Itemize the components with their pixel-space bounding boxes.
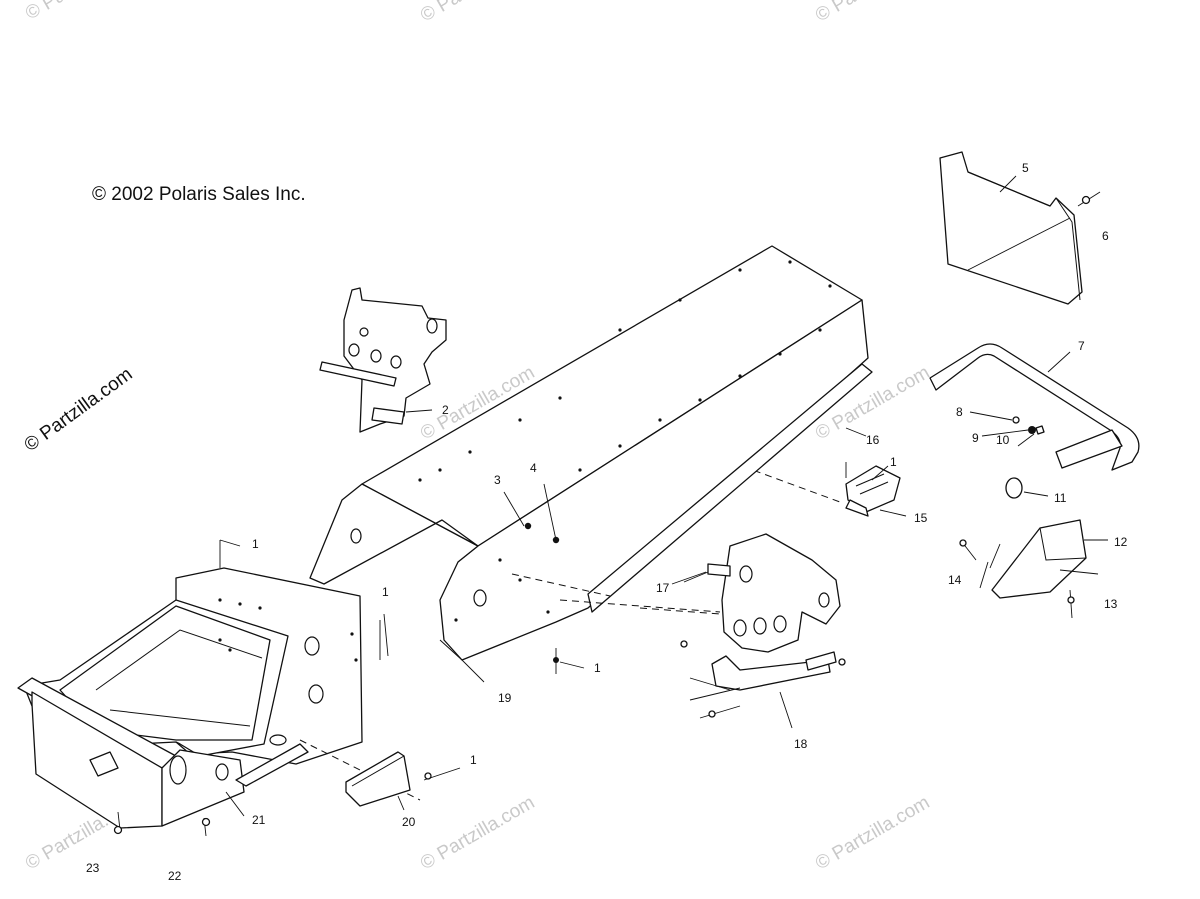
callout-leaders — [671, 175, 1071, 585]
callout-10: 10 — [996, 433, 1010, 447]
callout-1-tunnel: 1 — [594, 661, 601, 675]
callout-5: 5 — [1022, 161, 1029, 175]
callout-14: 14 — [948, 573, 962, 587]
callout-18: 18 — [794, 737, 808, 751]
callout-19: 19 — [498, 691, 512, 705]
callout-12: 12 — [1114, 535, 1128, 549]
tunnel-part-19 — [309, 245, 873, 683]
callout-11: 11 — [1054, 491, 1067, 505]
fastener-markers — [219, 539, 585, 674]
callout-4: 4 — [530, 461, 537, 475]
snow-flap-part-5 — [939, 151, 1083, 305]
tunnel-bracket-part-2 — [319, 287, 447, 433]
bumper-hardware — [969, 411, 1049, 499]
callout-1-top-left: 1 — [252, 537, 259, 551]
bumper-bolts — [959, 539, 1075, 619]
front-bulkhead-part-21 — [17, 540, 421, 837]
callout-6: 6 — [1102, 229, 1109, 243]
callout-labels: 1 1 1 1 1 2 3 4 5 6 7 8 9 10 11 12 13 14… — [86, 161, 1128, 883]
partzilla-watermark: © Partzilla.com — [21, 364, 137, 456]
callout-8: 8 — [956, 405, 963, 419]
callout-1-bulkhead: 1 — [382, 585, 389, 599]
watermark-faint-bottom-right: © Partzilla.com — [812, 792, 933, 874]
watermark-faint-top-left: © Partzilla.com — [22, 0, 143, 24]
angle-bracket-part-20 — [345, 751, 461, 811]
callout-7: 7 — [1078, 339, 1085, 353]
callout-21: 21 — [252, 813, 266, 827]
watermark-faint-top-center: © Partzilla.com — [417, 0, 538, 26]
callout-16: 16 — [866, 433, 880, 447]
callout-23: 23 — [86, 861, 100, 875]
watermark-faint-top-right: © Partzilla.com — [812, 0, 933, 26]
callout-15: 15 — [914, 511, 928, 525]
bumper-cap-part-12 — [979, 519, 1108, 599]
callout-1-bracket: 1 — [470, 753, 477, 767]
callout-17: 17 — [656, 581, 670, 595]
callout-20: 20 — [402, 815, 416, 829]
flap-bolt-part-6 — [1077, 191, 1101, 207]
watermark-faint-bottom-center: © Partzilla.com — [417, 792, 538, 874]
callout-2: 2 — [442, 403, 449, 417]
rail-bracket-part-15 — [719, 457, 901, 517]
lower-bracket-part-18 — [639, 533, 846, 729]
callout-3: 3 — [494, 473, 501, 487]
callout-22: 22 — [168, 869, 182, 883]
callout-1-rail-bracket: 1 — [890, 455, 897, 469]
callout-13: 13 — [1104, 597, 1118, 611]
rear-bumper-part-7 — [929, 343, 1140, 471]
copyright-text: © 2002 Polaris Sales Inc. — [92, 184, 306, 205]
callout-9: 9 — [972, 431, 979, 445]
tunnel-rivets — [418, 260, 832, 622]
